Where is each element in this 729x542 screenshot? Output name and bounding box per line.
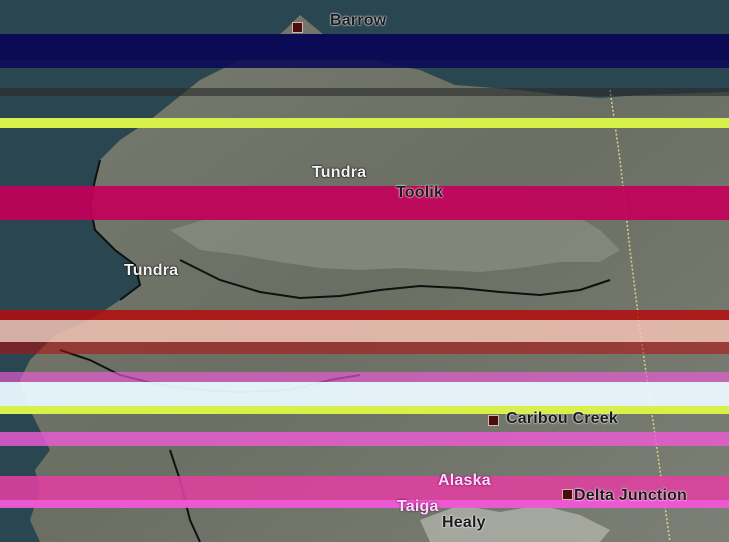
glitch-band [0, 310, 729, 320]
coastline-west [88, 159, 142, 301]
glitch-band [0, 432, 729, 446]
north-slope-boundary [179, 259, 611, 300]
alaska-range [420, 505, 610, 542]
barrow-marker[interactable] [292, 22, 303, 33]
glitch-band [0, 406, 729, 414]
tundra-label-north: Tundra [312, 164, 367, 181]
glitch-band [0, 118, 729, 128]
glitch-band [0, 500, 729, 508]
glitch-band [0, 34, 729, 60]
healy-label: Healy [442, 514, 486, 531]
glitch-band [0, 320, 729, 342]
delta-junction-label: Delta Junction [574, 487, 688, 504]
tundra-label-west: Tundra [124, 262, 179, 279]
glitch-band [0, 382, 729, 406]
glitch-band [0, 60, 729, 68]
alaska-label: Alaska [438, 472, 491, 489]
barrow-label: Barrow [330, 12, 387, 29]
glitch-band [0, 342, 729, 354]
caribou-creek-label: Caribou Creek [506, 410, 618, 427]
delta-junction-marker[interactable] [562, 489, 573, 500]
glitch-band [0, 186, 729, 220]
toolik-label: Toolik [396, 184, 444, 201]
taiga-label: Taiga [397, 498, 439, 515]
glitch-band [0, 88, 729, 96]
caribou-creek-marker[interactable] [488, 415, 499, 426]
glitch-band [0, 372, 729, 382]
